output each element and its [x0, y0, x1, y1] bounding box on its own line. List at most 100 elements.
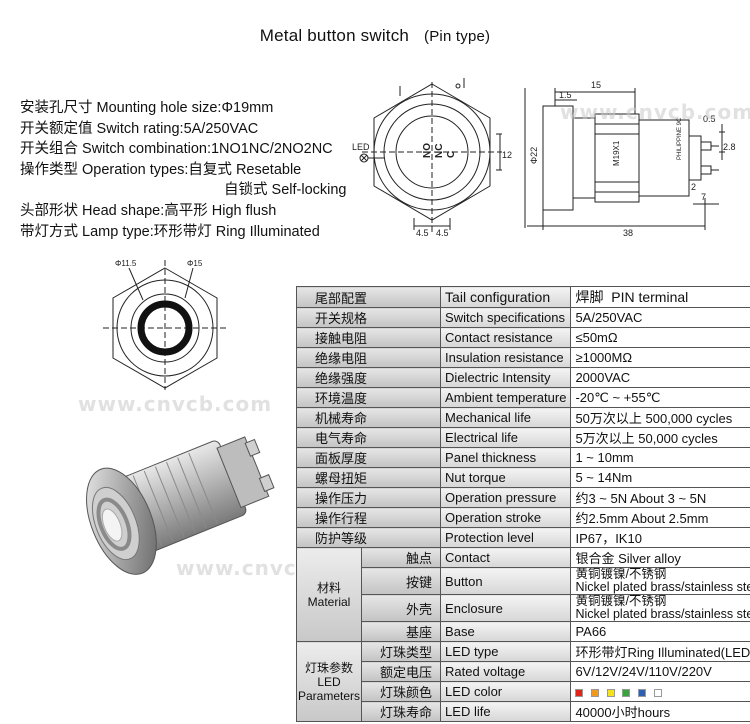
- row-label-cn: 基座: [361, 621, 442, 642]
- row-label-en: Operation stroke: [440, 507, 572, 528]
- row-label-en: Button: [440, 567, 572, 595]
- row-value: 40000小时hours: [570, 701, 750, 722]
- row-label-cn: 外壳: [361, 594, 442, 622]
- dim-right: 4.5: [436, 228, 449, 238]
- parameter-table: 尾部配置 Tail configuration 焊脚 PIN terminal …: [295, 286, 750, 722]
- row-label-cn: 触点: [361, 547, 442, 568]
- row-label-en: Switch specifications: [440, 307, 572, 328]
- row-label-cn: 操作压力: [295, 487, 442, 508]
- row-label-cn: 额定电压: [361, 661, 442, 682]
- row-label-en: Rated voltage: [440, 661, 572, 682]
- row-value: 5 ~ 14Nm: [570, 467, 750, 488]
- row-label-en: Nut torque: [440, 467, 572, 488]
- row-label-en: Ambient temperature: [440, 387, 572, 408]
- spec-self-locking: 自锁式 Self-locking: [224, 182, 347, 199]
- row-label-cn: 开关规格: [295, 307, 442, 328]
- dim-step: 1.5: [559, 90, 572, 100]
- product-photo: [40, 400, 290, 610]
- row-label-en: Mechanical life: [440, 407, 572, 428]
- dim-diameter: Φ22: [529, 147, 539, 164]
- led-group-label: 灯珠参数 LED Parameters: [295, 641, 363, 722]
- pin-label-nc-left: NC: [434, 144, 445, 158]
- led-color-swatches: R O Y G B W: [570, 681, 750, 702]
- material-group-label: 材料 Material: [295, 547, 363, 642]
- table-row: 材料 Material 触点 Contact 银合金 Silver alloy: [295, 547, 750, 642]
- spec-lamp-type: 带灯方式 Lamp type:环形带灯 Ring Illuminated: [20, 223, 320, 240]
- row-value: -20℃ ~ +55℃: [570, 387, 750, 408]
- row-value: 银合金 Silver alloy: [570, 547, 750, 568]
- row-value: IP67，IK10: [570, 527, 750, 548]
- led-label: LED: [352, 142, 370, 152]
- row-label-cn: 绝缘电阻: [295, 347, 442, 368]
- row-value: 1 ~ 10mm: [570, 447, 750, 468]
- row-label-cn: 电气寿命: [295, 427, 442, 448]
- row-label-en: LED type: [440, 641, 572, 662]
- row-label-cn: 防护等级: [295, 527, 442, 548]
- row-value: PA66: [570, 621, 750, 642]
- dim-small-pin: 0.5: [703, 114, 716, 124]
- watermark-top: www.cnvcb.com: [560, 100, 750, 124]
- side-drawing: 15 1.5 Φ22 M19X1 38 0.5 2.8 7 2 PHILIPPI…: [515, 78, 740, 238]
- spec-switch-rating: 开关额定值 Switch rating:5A/250VAC: [20, 120, 259, 137]
- table-row: 额定电压 Rated voltage 6V/12V/24V/110V/220V: [297, 661, 750, 682]
- led-color-swatch-b: B: [637, 688, 646, 697]
- row-label-en: Tail configuration: [440, 286, 572, 308]
- table-row: 基座 Base PA66: [297, 621, 750, 642]
- watermark-middle: www.cnvcb.com: [78, 392, 273, 416]
- page-title: Metal button switch (Pin type): [0, 26, 750, 46]
- row-value: ≥1000MΩ: [570, 347, 750, 368]
- row-value: 2000VAC: [570, 367, 750, 388]
- pin-label-c-left: C: [446, 151, 457, 158]
- row-value: 约3 ~ 5N About 3 ~ 5N: [570, 487, 750, 508]
- spec-list: 安装孔尺寸 Mounting hole size:Φ19mm 开关额定值 Swi…: [20, 98, 346, 242]
- row-label-cn: 机械寿命: [295, 407, 442, 428]
- title-main: Metal button switch: [259, 26, 410, 45]
- led-color-swatch-w: W: [653, 688, 662, 697]
- dim-top: 15: [591, 80, 601, 90]
- dim-left: 4.5: [416, 228, 429, 238]
- spec-head-shape: 头部形状 Head shape:高平形 High flush: [20, 202, 277, 219]
- row-label-en: Electrical life: [440, 427, 572, 448]
- row-value: 5A/250VAC: [570, 307, 750, 328]
- row-value-en: Nickel plated brass/stainless steel: [575, 607, 750, 621]
- side-label: PHILIPPINE 9C: [677, 117, 683, 160]
- row-value: 约2.5mm About 2.5mm: [570, 507, 750, 528]
- row-label-en: Panel thickness: [440, 447, 572, 468]
- row-label-cn: 灯珠颜色: [361, 681, 442, 702]
- led-color-swatch-y: Y: [606, 688, 615, 697]
- row-label-en: Protection level: [440, 527, 572, 548]
- row-label-cn: 绝缘强度: [295, 367, 442, 388]
- row-value: 6V/12V/24V/110V/220V: [570, 661, 750, 682]
- spec-operation-types: 操作类型 Operation types:自复式 Resetable: [20, 161, 302, 178]
- table-row: 灯珠颜色 LED color R O Y G B W: [297, 681, 750, 702]
- dim-length: 38: [623, 228, 633, 238]
- pin-label-no-left: NO: [422, 143, 433, 158]
- row-value-cn: 黄铜镀镍/不锈钢: [575, 567, 667, 581]
- row-value: 50万次以上 500,000 cycles: [570, 407, 750, 428]
- row-value-cn: 焊脚: [575, 289, 604, 305]
- front-pin-drawing: NO NC C LED 12 4.5 4.5: [352, 78, 512, 238]
- row-label-cn: 螺母扭矩: [295, 467, 442, 488]
- row-value-en: Nickel plated brass/stainless steel: [575, 580, 750, 594]
- table-row: 灯珠寿命 LED life 40000小时hours: [297, 701, 750, 722]
- led-color-swatch-r: R: [575, 688, 584, 697]
- dim-pin-len: 7: [701, 192, 706, 202]
- title-sub: (Pin type): [424, 28, 491, 45]
- dim-outer-diameter: Φ15: [187, 259, 203, 268]
- row-value: 焊脚 PIN terminal: [570, 286, 750, 308]
- row-label-en: Base: [440, 621, 572, 642]
- row-label-en: Insulation resistance: [440, 347, 572, 368]
- row-label-cn: 尾部配置: [295, 286, 442, 308]
- row-label-en: Enclosure: [440, 594, 572, 622]
- row-label-cn: 按键: [361, 567, 442, 595]
- led-color-swatch-o: O: [591, 688, 600, 697]
